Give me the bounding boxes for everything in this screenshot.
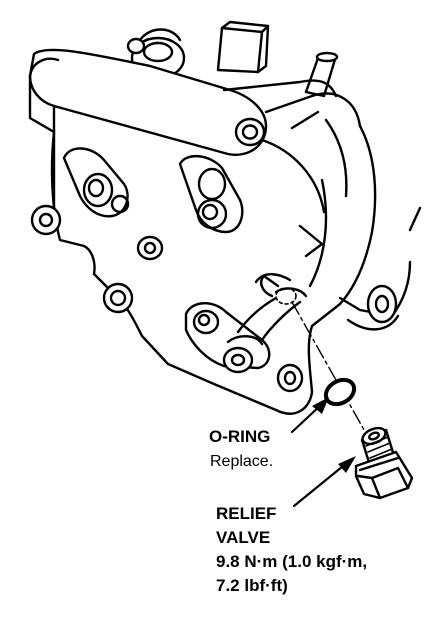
face-openings [30, 147, 304, 393]
oring-note: Replace. [210, 453, 274, 470]
torque-spec-line1: 9.8 N·m (1.0 kgf·m, [216, 552, 368, 571]
pipe-lines [236, 273, 302, 342]
o-ring [323, 377, 357, 407]
valve-arrowhead [338, 456, 356, 473]
torque-spec-line2: 7.2 lbf·ft) [216, 576, 288, 595]
oring-label: O-RING [209, 427, 271, 446]
main-housing [28, 74, 377, 415]
top-bar [28, 48, 362, 156]
relief-valve-label-line1: RELIEF [216, 504, 277, 523]
leader-lines [290, 397, 356, 508]
valve-location-marker [275, 287, 297, 305]
relief-valve [354, 426, 414, 500]
right-section [274, 110, 422, 331]
oring-arrowhead [312, 397, 329, 414]
assembly-axis-line [291, 301, 373, 445]
valve-leader [292, 460, 350, 508]
relief-valve-label-line2: VALVE [216, 528, 271, 547]
